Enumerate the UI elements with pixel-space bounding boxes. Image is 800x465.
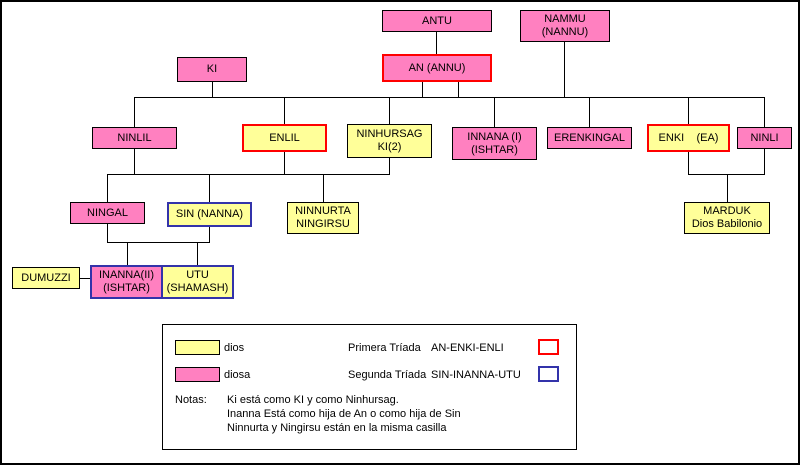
connector-line — [107, 174, 108, 202]
connector-line — [589, 97, 590, 127]
node-ninnurta-ningirsu: NINNURTA NINGIRSU — [287, 202, 359, 234]
legend-label-diosa: diosa — [224, 369, 251, 381]
connector-line — [422, 82, 423, 97]
connector-line — [134, 97, 135, 127]
node-antu: ANTU — [382, 10, 492, 32]
legend-notes-label: Notas: — [175, 394, 207, 406]
legend-note-2: Inanna Está como hija de An o como hija … — [227, 408, 461, 420]
connector-line — [458, 82, 459, 97]
connector-line — [688, 174, 765, 175]
node-ningal: NINGAL — [70, 202, 145, 224]
legend-value-primera-triada: AN-ENKI-ENLI — [431, 342, 504, 354]
node-ninli: NINLI — [737, 127, 792, 149]
legend-value-segunda-triada: SIN-INANNA-UTU — [431, 369, 521, 381]
node-inanna-2: INANNA(II) (ISHTAR) — [90, 265, 163, 299]
node-ninhursag: NINHURSAG KI(2) — [347, 124, 432, 158]
connector-line — [197, 242, 198, 265]
connector-line — [127, 242, 128, 265]
connector-line — [284, 97, 285, 124]
legend-label-dios: dios — [224, 342, 245, 354]
connector-line — [389, 97, 390, 124]
connector-line — [494, 97, 495, 127]
legend-swatch-segunda-triada — [538, 366, 559, 382]
node-enki: ENKI (EA) — [647, 124, 730, 152]
legend-swatch-dios — [175, 340, 220, 355]
legend: dios diosa Primera Tríada AN-ENKI-ENLI S… — [162, 324, 577, 450]
node-an: AN (ANNU) — [382, 54, 492, 82]
node-ki: KI — [177, 57, 247, 82]
connector-line — [764, 149, 765, 174]
connector-line — [134, 149, 135, 174]
legend-swatch-diosa — [175, 367, 220, 382]
connector-line — [80, 278, 90, 279]
node-sin: SIN (NANNA) — [167, 202, 252, 227]
connector-line — [134, 97, 765, 98]
connector-line — [323, 174, 324, 202]
connector-line — [727, 174, 728, 202]
node-marduk: MARDUK Dios Babilonio — [684, 202, 770, 234]
node-utu: UTU (SHAMASH) — [161, 265, 234, 299]
connector-line — [389, 158, 390, 174]
legend-label-segunda-triada: Segunda Tríada — [348, 369, 427, 381]
connector-line — [107, 242, 210, 243]
connector-line — [688, 97, 689, 124]
connector-line — [107, 224, 108, 242]
node-enlil: ENLIL — [242, 124, 327, 152]
connector-line — [564, 42, 565, 97]
connector-line — [209, 227, 210, 242]
connector-line — [212, 82, 213, 97]
legend-swatch-primera-triada — [538, 339, 559, 355]
connector-line — [688, 152, 689, 174]
node-ninlil: NINLIL — [92, 127, 177, 149]
connector-line — [436, 32, 437, 54]
connector-line — [764, 97, 765, 127]
connector-line — [284, 152, 285, 174]
node-innana-1: INNANA (I) (ISHTAR) — [452, 127, 537, 160]
legend-note-3: Ninnurta y Ningirsu están en la misma ca… — [227, 422, 447, 434]
connector-line — [107, 174, 390, 175]
node-nammu: NAMMU (NANNU) — [520, 10, 610, 42]
legend-note-1: Ki está como KI y como Ninhursag. — [227, 394, 399, 406]
node-erenkingal: ERENKINGAL — [547, 127, 632, 149]
connector-line — [209, 174, 210, 202]
node-dumuzzi: DUMUZZI — [12, 267, 80, 289]
legend-label-primera-triada: Primera Tríada — [348, 342, 421, 354]
